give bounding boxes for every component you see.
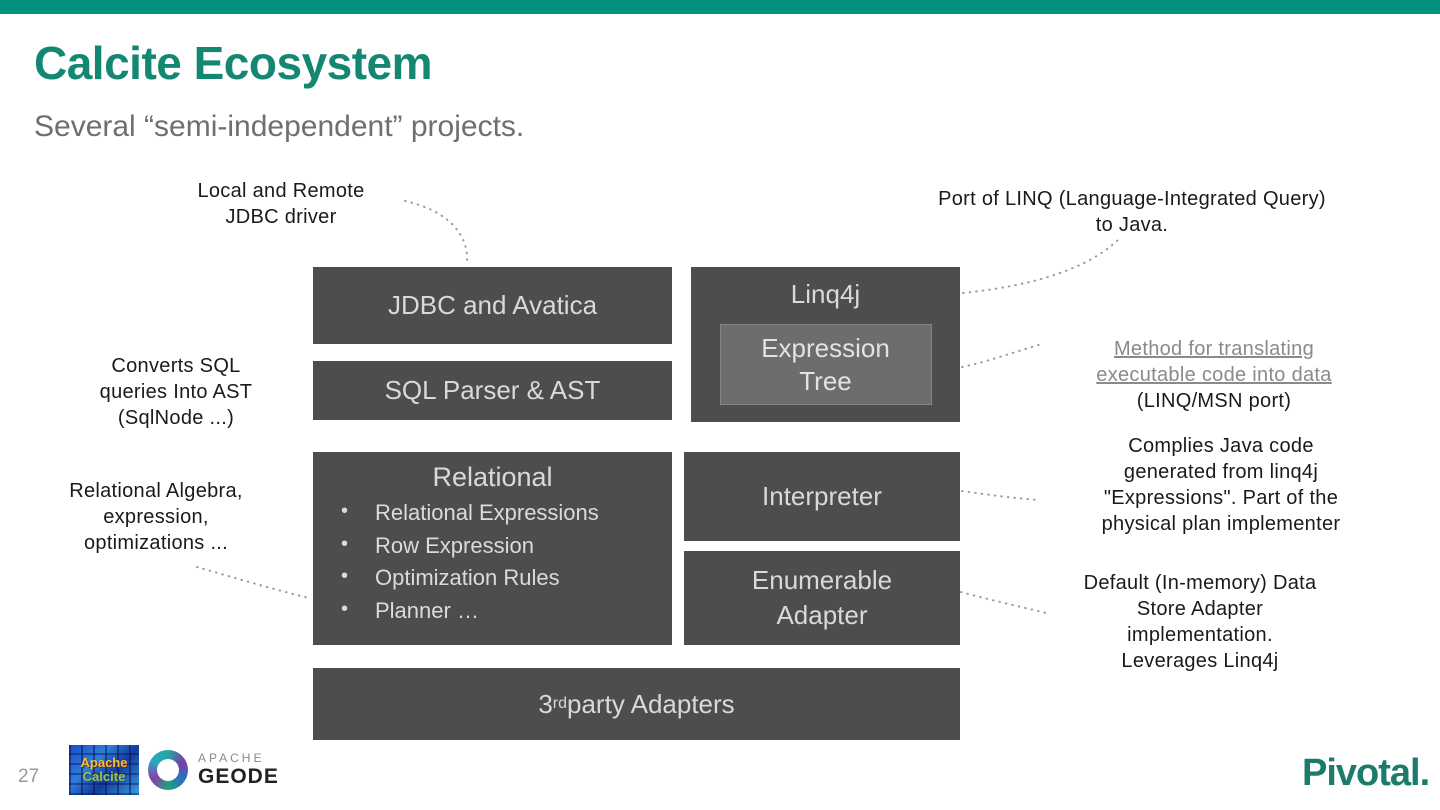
relational-item: Relational Expressions (335, 497, 672, 530)
geode-wordmark: APACHE GEODE (198, 751, 279, 789)
note-relational-algebra: Relational Algebra, expression, optimiza… (69, 480, 243, 554)
box-relational: Relational Relational Expressions Row Ex… (313, 452, 672, 645)
box-enumerable-adapter: Enumerable Adapter (684, 551, 960, 645)
calcite-logo-line2: Calcite (82, 769, 126, 784)
apache-calcite-logo: Apache Calcite (69, 745, 139, 795)
relational-list: Relational Expressions Row Expression Op… (313, 497, 672, 627)
third-party-rest: party Adapters (567, 688, 735, 719)
accent-top-bar (0, 0, 1440, 14)
box-expression-tree: Expression Tree (719, 324, 932, 405)
note-expression-tree: Method for translating executable code i… (1038, 310, 1390, 414)
connector-linq-note (962, 237, 1121, 294)
geode-apache-text: APACHE (198, 751, 265, 765)
relational-item: Row Expression (335, 530, 672, 563)
third-party-ordinal: rd (552, 695, 568, 712)
note-sql-parser: Converts SQL queries Into AST (SqlNode .… (99, 355, 253, 429)
calcite-logo-line1: Apache (80, 754, 128, 770)
note-port-of-linq: Port of LINQ (Language-Integrated Query)… (938, 188, 1326, 236)
relational-title: Relational (432, 462, 553, 492)
page-title: Calcite Ecosystem (34, 37, 433, 89)
note-jdbc-driver: Local and Remote JDBC driver (197, 180, 365, 228)
apache-geode-logo: APACHE GEODE (148, 750, 279, 790)
third-party-prefix: 3 (538, 688, 553, 719)
page-number: 27 (18, 766, 40, 787)
connector-expression-note (961, 343, 1043, 368)
note-interpreter: Complies Java code generated from linq4j… (1101, 435, 1341, 535)
box-interpreter: Interpreter (684, 452, 960, 541)
expression-tree-plain: (LINQ/MSN port) (1136, 390, 1292, 412)
pivotal-logo: Pivotal. (1302, 752, 1430, 794)
relational-item: Planner … (335, 595, 672, 628)
connector-relational-note (196, 566, 310, 599)
connector-jdbc-note (404, 200, 469, 264)
box-sql-parser: SQL Parser & AST (313, 361, 672, 420)
box-linq4j: Linq4j Expression Tree (691, 267, 960, 422)
connector-interpreter-note (961, 490, 1039, 501)
expression-tree-link[interactable]: Method for translating executable code i… (1096, 338, 1332, 386)
box-jdbc-avatica: JDBC and Avatica (313, 267, 672, 344)
geode-name-text: GEODE (198, 765, 279, 788)
geode-starburst-icon (148, 750, 188, 790)
page-subtitle: Several “semi-independent” projects. (34, 110, 525, 143)
note-enumerable-adapter: Default (In-memory) Data Store Adapter i… (1083, 572, 1317, 672)
relational-item: Optimization Rules (335, 562, 672, 595)
linq4j-label: Linq4j (790, 279, 861, 309)
